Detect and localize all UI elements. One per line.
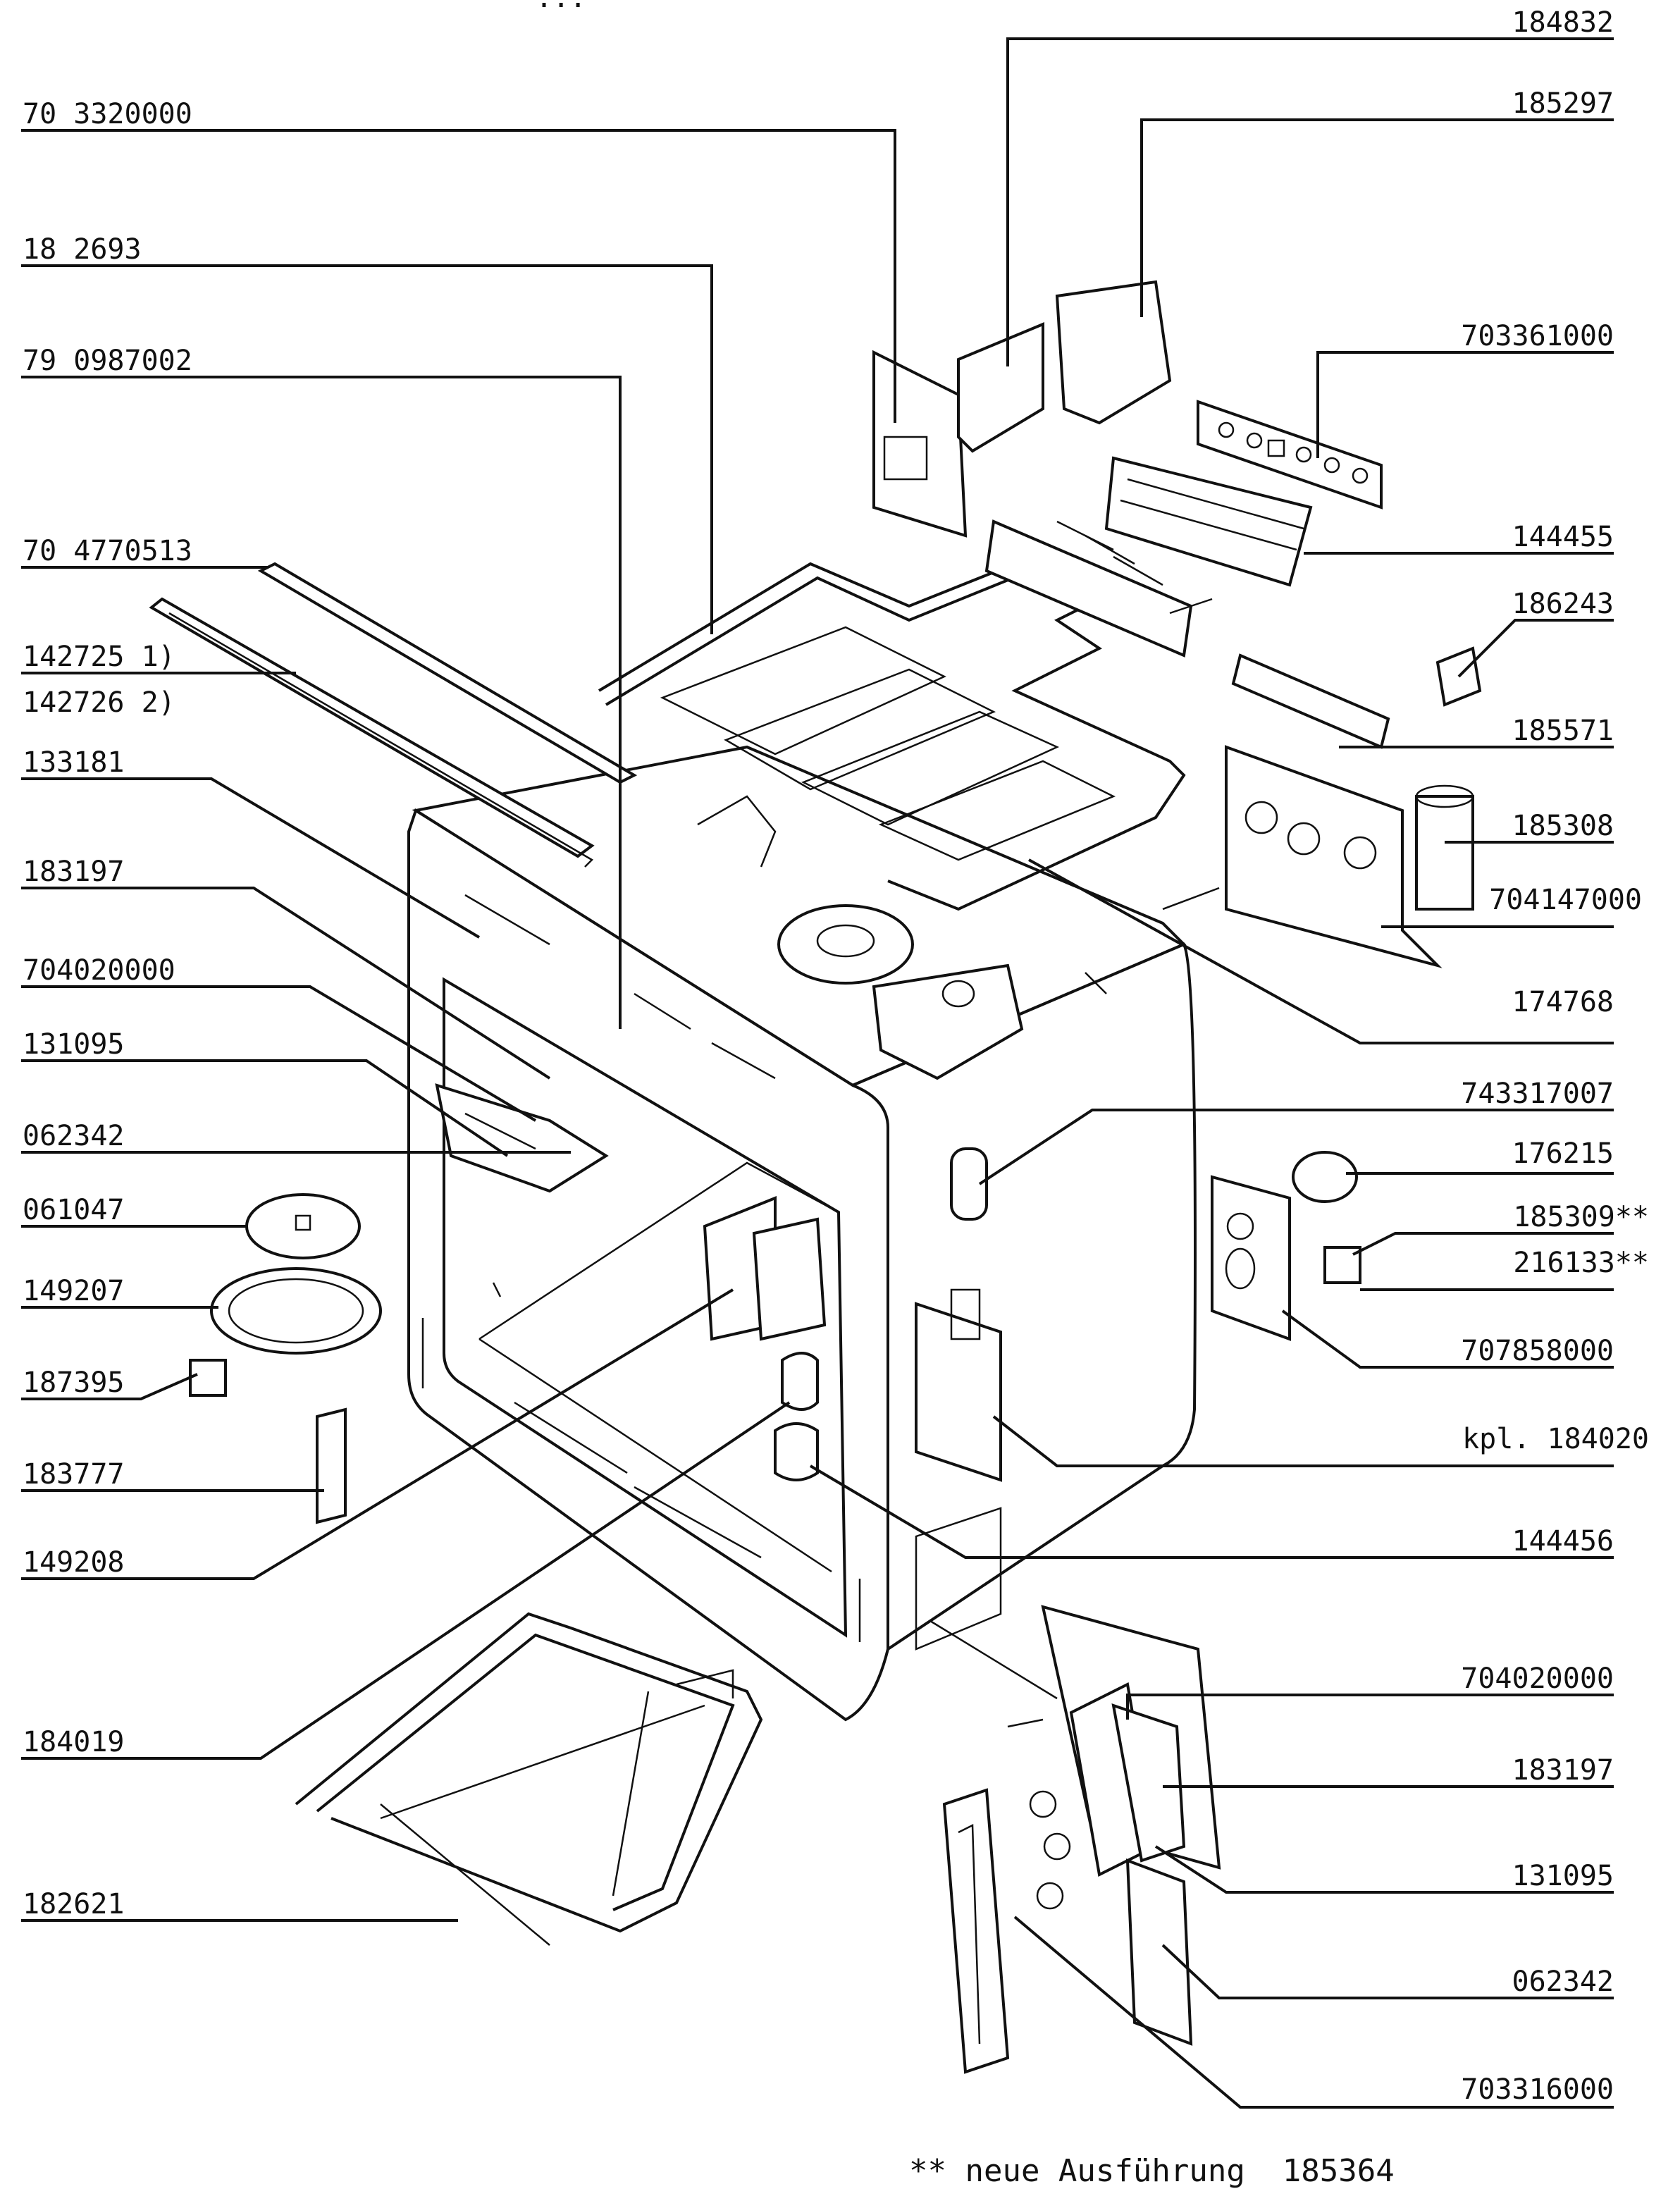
label-left-9: 704020000 bbox=[23, 954, 175, 987]
leader-left-10 bbox=[21, 1059, 509, 1157]
leader-right-9 bbox=[1028, 858, 1614, 1044]
label-left-17: 184019 bbox=[23, 1726, 125, 1758]
leader-right-2 bbox=[1140, 118, 1614, 317]
leader-right-14 bbox=[1281, 1309, 1614, 1369]
label-left-10: 131095 bbox=[23, 1028, 125, 1061]
label-left-8: 183197 bbox=[23, 856, 125, 888]
label-left-13: 149207 bbox=[23, 1275, 125, 1307]
label-right-1: 184832 bbox=[1512, 6, 1614, 39]
grille-strips bbox=[149, 562, 638, 868]
label-right-14: 707858000 bbox=[1461, 1335, 1614, 1367]
leader-right-10 bbox=[978, 1109, 1614, 1185]
label-left-16: 149208 bbox=[23, 1546, 125, 1579]
label-right-6: 185571 bbox=[1512, 715, 1614, 747]
leader-right-5 bbox=[1457, 619, 1614, 678]
label-left-14: 187395 bbox=[23, 1367, 125, 1399]
leader-right-12 bbox=[1352, 1232, 1614, 1256]
leader-left-2 bbox=[21, 264, 713, 634]
leader-right-16 bbox=[809, 1464, 1614, 1559]
leader-left-7 bbox=[21, 777, 481, 939]
label-right-20: 062342 bbox=[1512, 1966, 1614, 1998]
leader-right-20 bbox=[1161, 1944, 1614, 1999]
side-components bbox=[915, 1147, 1361, 1482]
label-left-4: 70 4770513 bbox=[23, 535, 192, 567]
label-left-7: 133181 bbox=[23, 746, 125, 779]
label-right-11: 176215 bbox=[1512, 1137, 1614, 1170]
leader-left-8 bbox=[21, 887, 551, 1080]
right-labels: 184832 185297 703361000 144455 186243 18… bbox=[809, 6, 1649, 2109]
leader-left-9 bbox=[21, 985, 537, 1122]
footnote: ** neue Ausführung 185364 bbox=[909, 2153, 1395, 2189]
label-left-12: 061047 bbox=[23, 1194, 125, 1226]
label-left-2: 18 2693 bbox=[23, 233, 142, 266]
leader-right-21 bbox=[1013, 1916, 1614, 2109]
label-right-4: 144455 bbox=[1512, 521, 1614, 553]
leader-left-17 bbox=[21, 1401, 791, 1760]
label-right-21: 703316000 bbox=[1461, 2073, 1614, 2106]
control-parts-top bbox=[872, 280, 1482, 994]
left-labels: 70 3320000 18 2693 79 0987002 70 4770513… bbox=[21, 98, 896, 1922]
label-right-9: 174768 bbox=[1512, 986, 1614, 1018]
label-left-11: 062342 bbox=[23, 1120, 125, 1152]
label-left-5: 142725 1) bbox=[23, 641, 175, 673]
side-control-panel bbox=[942, 1605, 1221, 2074]
label-right-18: 183197 bbox=[1512, 1754, 1614, 1787]
label-right-16: 144456 bbox=[1512, 1525, 1614, 1558]
label-left-1: 70 3320000 bbox=[23, 98, 192, 130]
label-left-3: 79 0987002 bbox=[23, 345, 192, 377]
leader-right-1 bbox=[1006, 37, 1614, 366]
leader-right-3 bbox=[1316, 351, 1614, 458]
label-right-3: 703361000 bbox=[1461, 320, 1614, 352]
cord-line bbox=[929, 1620, 1058, 1700]
label-right-12: 185309** bbox=[1513, 1201, 1649, 1233]
label-left-6: 142726 2) bbox=[23, 686, 175, 719]
top-heating-element bbox=[598, 519, 1213, 911]
bottom-heating-element bbox=[295, 1612, 763, 1946]
label-right-15: kpl. 184020 bbox=[1462, 1423, 1649, 1455]
leader-right-19 bbox=[1154, 1845, 1614, 1894]
label-right-7: 185308 bbox=[1512, 810, 1614, 842]
label-right-13: 216133** bbox=[1513, 1247, 1649, 1279]
title-fragment: ... bbox=[536, 0, 586, 14]
leader-left-3 bbox=[21, 376, 622, 1029]
label-left-15: 183777 bbox=[23, 1458, 125, 1491]
leader-right-17 bbox=[1126, 1694, 1614, 1720]
leader-left-14 bbox=[21, 1373, 198, 1400]
label-right-10: 743317007 bbox=[1461, 1078, 1614, 1110]
lamp-and-small-parts bbox=[189, 1083, 827, 1524]
label-left-18: 182621 bbox=[23, 1888, 125, 1920]
leader-left-16 bbox=[21, 1288, 734, 1580]
label-right-17: 704020000 bbox=[1461, 1663, 1614, 1695]
oven-body bbox=[407, 745, 1197, 1722]
label-right-5: 186243 bbox=[1512, 588, 1614, 620]
label-right-2: 185297 bbox=[1512, 87, 1614, 120]
leader-right-15 bbox=[992, 1415, 1614, 1467]
leader-left-1 bbox=[21, 129, 896, 423]
label-right-8: 704147000 bbox=[1489, 884, 1642, 916]
label-right-19: 131095 bbox=[1512, 1860, 1614, 1892]
